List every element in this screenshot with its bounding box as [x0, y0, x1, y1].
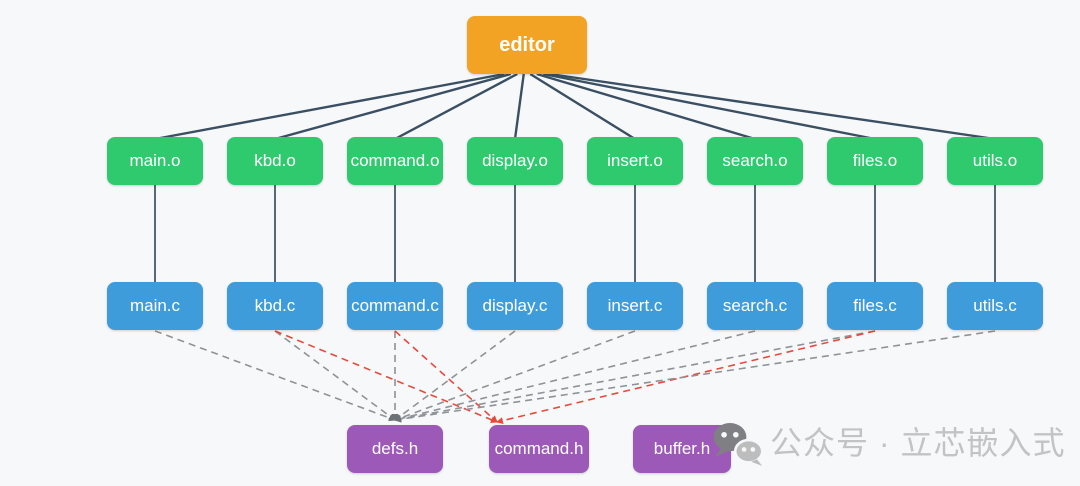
node-label: insert.o [607, 151, 663, 170]
node-label: display.o [482, 151, 548, 170]
node-insert-c: insert.c [587, 282, 683, 330]
include-edge-kbd-c-defs-h [274, 330, 396, 421]
link-edge-editor-display-o [513, 73, 525, 140]
node-utils-c: utils.c [947, 282, 1043, 330]
node-kbd-o: kbd.o [227, 137, 323, 185]
node-files-c: files.c [827, 282, 923, 330]
node-main-o: main.o [107, 137, 203, 185]
node-label: utils.o [972, 151, 1018, 170]
node-files-o: files.o [827, 137, 923, 185]
include-edge-kbd-c-command-h [274, 330, 498, 423]
node-command-h: command.h [489, 425, 589, 473]
include-edge-search-c-defs-h [394, 330, 756, 422]
node-label: main.c [129, 296, 181, 315]
node-label: kbd.c [254, 296, 296, 315]
node-display-c: display.c [467, 282, 563, 330]
node-label: files.o [852, 151, 898, 170]
node-label: defs.h [371, 439, 419, 458]
node-utils-o: utils.o [947, 137, 1043, 185]
node-search-o: search.o [707, 137, 803, 185]
link-edge-editor-utils-o [549, 72, 996, 141]
node-label: buffer.h [653, 439, 711, 458]
node-defs-h: defs.h [347, 425, 443, 473]
include-edge-utils-c-defs-h [394, 330, 996, 423]
link-edge-editor-search-o [536, 72, 756, 141]
node-label: search.c [722, 296, 788, 315]
node-editor: editor [467, 16, 587, 74]
node-label: insert.c [607, 296, 663, 315]
node-label: command.c [351, 296, 439, 315]
include-edge-files-c-defs-h [394, 330, 876, 423]
node-command-o: command.o [347, 137, 443, 185]
node-label: command.o [350, 151, 440, 170]
node-label: display.c [482, 296, 548, 315]
link-edge-editor-insert-o [529, 72, 636, 141]
node-label: command.h [494, 439, 584, 458]
node-label: kbd.o [254, 151, 296, 170]
node-label: utils.c [973, 296, 1017, 315]
node-kbd-c: kbd.c [227, 282, 323, 330]
include-edge-display-c-defs-h [394, 330, 516, 421]
link-edge-editor-command-o [394, 72, 518, 141]
node-label: search.o [722, 151, 788, 170]
watermark-text: 公众号 · 立芯嵌入式 [770, 425, 1066, 461]
wechat-icon [713, 423, 764, 466]
node-command-c: command.c [347, 282, 443, 330]
node-label: files.c [853, 296, 897, 315]
link-edge-editor-main-o [154, 72, 505, 141]
node-insert-o: insert.o [587, 137, 683, 185]
node-label: main.o [129, 151, 181, 170]
node-display-o: display.o [467, 137, 563, 185]
node-label: editor [499, 33, 555, 56]
node-search-c: search.c [707, 282, 803, 330]
link-edge-editor-kbd-o [274, 72, 512, 141]
include-edge-insert-c-defs-h [394, 330, 636, 422]
include-edge-main-c-defs-h [154, 330, 396, 422]
node-main-c: main.c [107, 282, 203, 330]
watermark: 公众号 · 立芯嵌入式 [710, 419, 1065, 467]
link-edge-editor-files-o [543, 72, 876, 141]
